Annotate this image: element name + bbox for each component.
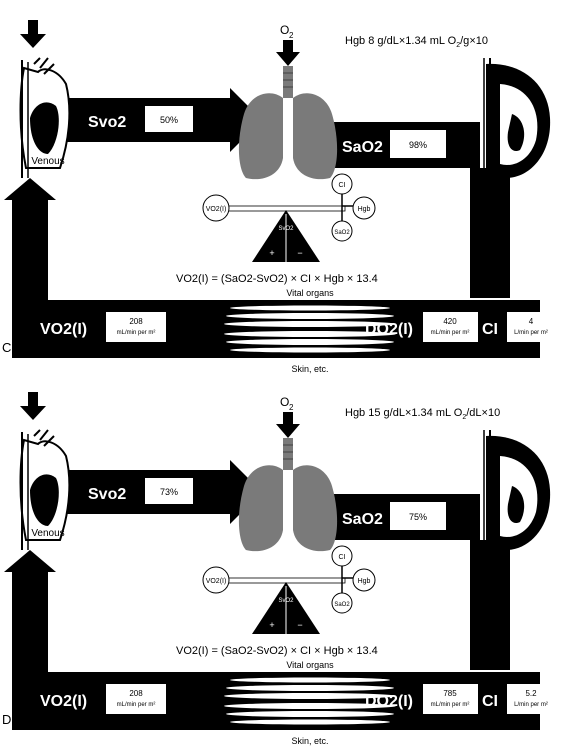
hgb-formula-e: 10 [476,35,488,47]
hgb-formula-c: 2 [462,414,466,421]
ci-unit: L/min per m² [514,330,548,336]
hgb-formula-a: Hgb 8 g/dL [345,35,399,47]
do2i-value: 785 [443,689,457,698]
lever-vo2i-label: VO2(I) [206,206,227,213]
panel-letter: D [2,712,11,727]
lever-plus: + [269,620,274,630]
lever-hgb-label: Hgb [358,206,371,213]
ci-label: CI [482,321,498,338]
arterial-label: Arterial [472,184,504,195]
do2i-unit: mL/min per m² [431,330,470,336]
ci-unit: L/min per m² [514,702,548,708]
lever-svo2-label: SvO2 [278,226,294,232]
skin-label: Skin, etc. [291,364,328,374]
times-sign: × [469,35,475,47]
svo2-label: Svo2 [88,114,126,131]
venous-label: Venous [31,528,64,539]
hgb-formula-d: /g [460,35,469,47]
lever-sao2-label: SaO2 [334,602,350,608]
vo2i-unit: mL/min per m² [117,330,156,336]
sao2-value: 75% [409,512,427,522]
lever-ci-label: CI [339,554,346,561]
times-sign: × [405,407,411,419]
do2i-value: 420 [443,317,457,326]
hgb-formula-b: 1.34 mL O [405,35,456,47]
lever-minus: − [297,248,302,258]
vo2-equation: VO2(I) = (SaO2-SvO2) × CI × Hgb × 13.4 [176,645,378,657]
vo2i-unit: mL/min per m² [117,702,156,708]
ci-value: 5.2 [525,689,537,698]
vo2i-label: VO2(I) [40,321,87,338]
hgb-formula-b: 1.34 mL O [411,407,462,419]
svo2-label: Svo2 [88,486,126,503]
o2-subscript: 2 [289,31,294,40]
hgb-formula-d: /dL [466,407,481,419]
panel-letter: C [2,340,11,355]
lever-hgb-label: Hgb [358,578,371,585]
hgb-formula: Hgb 15 g/dL×1.34 mL O2/dL×10 [345,407,500,421]
svo2-value: 73% [160,487,178,497]
do2i-label: DO2(I) [365,693,413,710]
lever-ci-label: CI [339,182,346,189]
times-sign: × [399,35,405,47]
do2i-label: DO2(I) [365,321,413,338]
times-sign: × [482,407,488,419]
o2-label: O [280,23,289,37]
ci-label: CI [482,693,498,710]
o2-label: O [280,395,289,409]
vo2i-value: 208 [129,317,143,326]
sao2-value: 98% [409,140,427,150]
sao2-label: SaO2 [342,511,383,528]
ci-value: 4 [529,317,534,326]
svo2-value: 50% [160,115,178,125]
lever-sao2-label: SaO2 [334,230,350,236]
vital-organs-label: Vital organs [286,660,334,670]
hgb-formula: Hgb 8 g/dL×1.34 mL O2/g×10 [345,35,488,49]
hgb-formula-a: Hgb 15 g/dL [345,407,405,419]
vo2i-value: 208 [129,689,143,698]
do2i-unit: mL/min per m² [431,702,470,708]
lever-svo2-label: SvO2 [278,598,294,604]
lever-minus: − [297,620,302,630]
vital-organs-label: Vital organs [286,288,334,298]
skin-label: Skin, etc. [291,736,328,746]
arterial-label: Arterial [472,556,504,567]
vo2i-label: VO2(I) [40,693,87,710]
o2-subscript: 2 [289,403,294,412]
hgb-formula-e: 10 [488,407,500,419]
hgb-formula-c: 2 [456,42,460,49]
lever-plus: + [269,248,274,258]
vo2-equation: VO2(I) = (SaO2-SvO2) × CI × Hgb × 13.4 [176,273,378,285]
venous-label: Venous [31,156,64,167]
sao2-label: SaO2 [342,139,383,156]
lever-vo2i-label: VO2(I) [206,578,227,585]
